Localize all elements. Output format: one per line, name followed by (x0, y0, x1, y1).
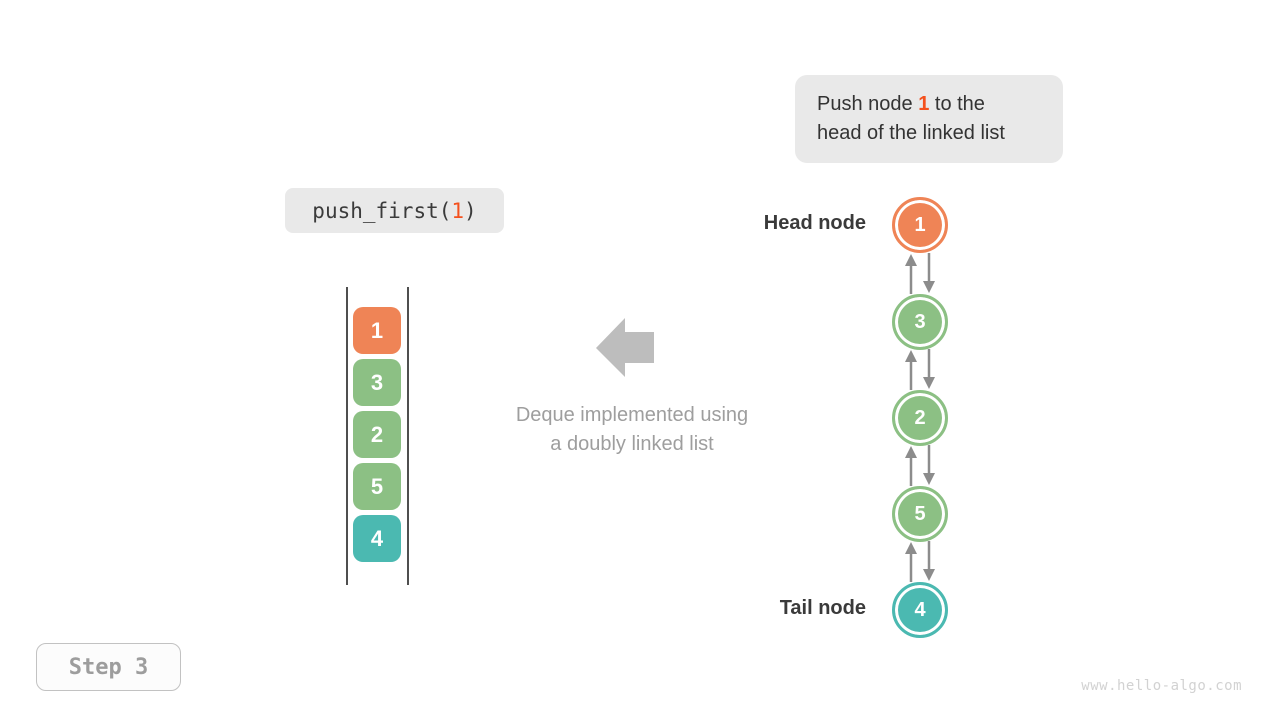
tail-node-label: Tail node (779, 597, 866, 619)
caption-line2: a doubly linked list (550, 433, 714, 455)
caption-line1: Deque implemented using (515, 404, 749, 426)
stack-cell: 2 (353, 411, 401, 458)
callout-text-line2: head of the linked list (817, 122, 1005, 144)
callout-highlight-value: 1 (918, 93, 930, 115)
stack-cell: 4 (353, 515, 401, 562)
callout-push-node: Push node 1 to the head of the linked li… (795, 75, 1063, 163)
list-node: 1 (892, 197, 948, 253)
list-node: 2 (892, 390, 948, 446)
bidirectional-arrow-icon (905, 445, 935, 486)
callout-text-line1: Push node 1 to the (817, 93, 985, 115)
list-node: 4 (892, 582, 948, 638)
code-text-close: ) (464, 198, 477, 223)
head-node-label: Head node (763, 212, 866, 234)
step-badge: Step 3 (36, 643, 181, 691)
caption-deque: Deque implemented using a doubly linked … (472, 401, 792, 459)
left-block-arrow-icon (596, 318, 654, 377)
code-text: push_first( (312, 198, 452, 223)
bidirectional-arrow-icon (905, 541, 935, 582)
list-node: 3 (892, 294, 948, 350)
bidirectional-arrow-icon (905, 253, 935, 294)
list-node: 5 (892, 486, 948, 542)
stack-cell: 3 (353, 359, 401, 406)
stack-cell: 5 (353, 463, 401, 510)
stack-cell: 1 (353, 307, 401, 354)
bidirectional-arrow-icon (905, 349, 935, 390)
stack-rail-left (346, 287, 348, 585)
code-arg-value: 1 (451, 198, 465, 223)
watermark: www.hello-algo.com (1081, 678, 1242, 694)
code-push-first: push_first(1) (285, 188, 504, 233)
stack-rail-right (407, 287, 409, 585)
